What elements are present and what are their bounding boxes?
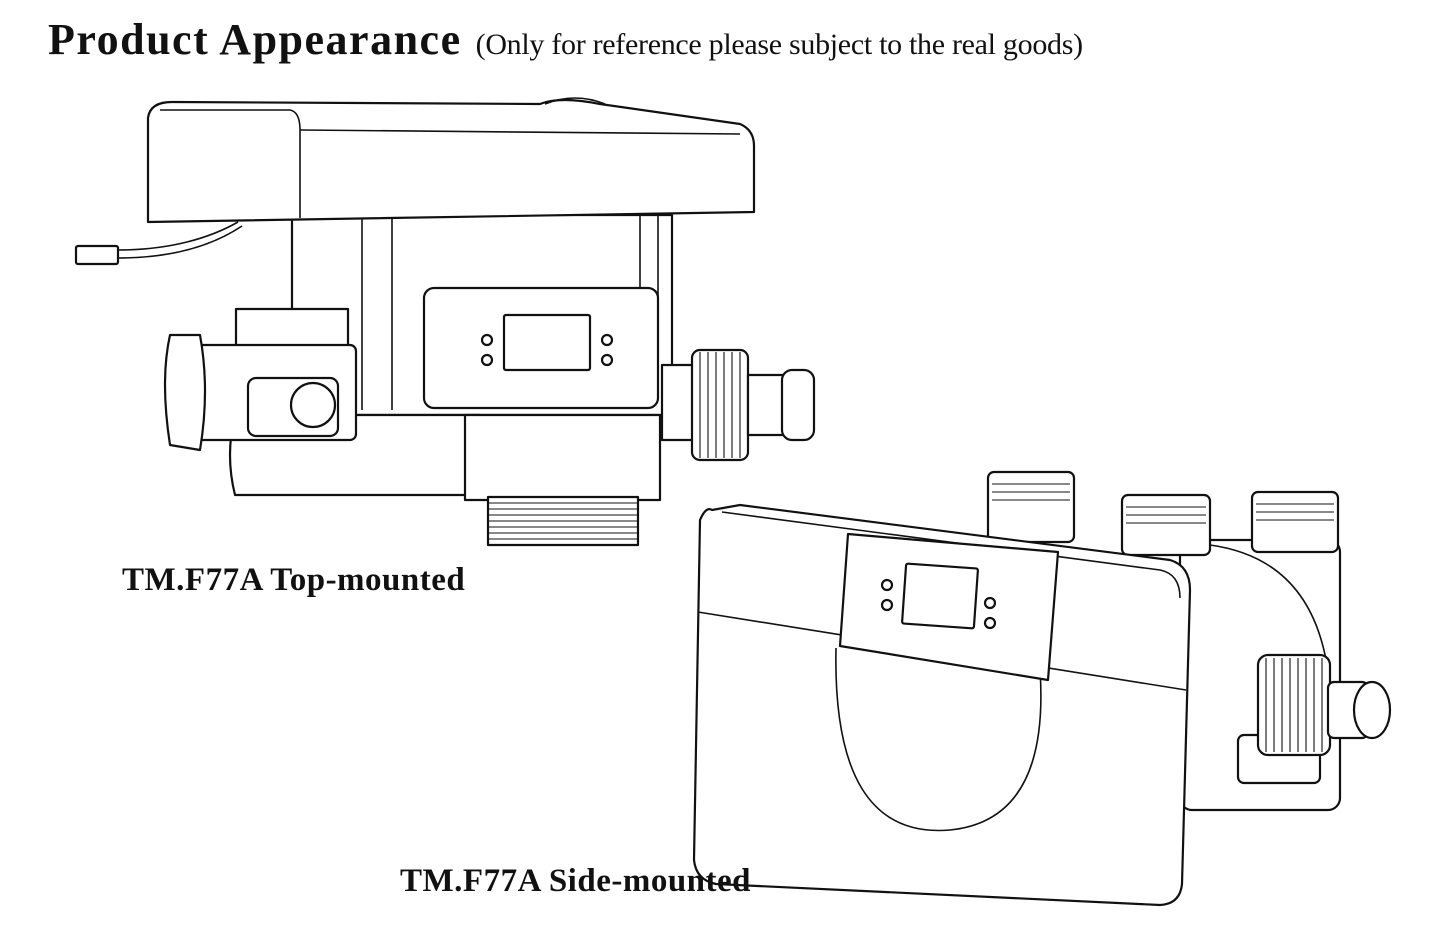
- side-outlet-thread: [1352, 680, 1392, 740]
- side-lcd-screen: [901, 562, 979, 630]
- top-cover: [146, 98, 756, 224]
- side-mounted-valve-illustration: [692, 470, 1392, 907]
- cable-connector: [74, 244, 120, 266]
- page-title: Product Appearance: [48, 15, 462, 64]
- page-title-note: (Only for reference please subject to th…: [475, 28, 1083, 61]
- caption-top-mounted: TM.F77A Top-mounted: [122, 562, 466, 598]
- bypass-knob: [163, 333, 207, 452]
- caption-side-mounted: TM.F77A Side-mounted: [400, 863, 752, 899]
- page-header: Product Appearance (Only for reference pl…: [48, 14, 1083, 65]
- lcd-screen: [502, 313, 592, 372]
- cover-window: [835, 647, 1042, 832]
- front-cover: [692, 503, 1192, 907]
- outlet-thread: [780, 368, 816, 442]
- bypass-clamp: [234, 307, 350, 349]
- port-3: [1250, 490, 1340, 554]
- side-outlet-nut: [1256, 653, 1332, 757]
- top-mounted-valve-illustration: [74, 97, 816, 547]
- port-1: [986, 470, 1076, 544]
- port-2: [1120, 493, 1212, 557]
